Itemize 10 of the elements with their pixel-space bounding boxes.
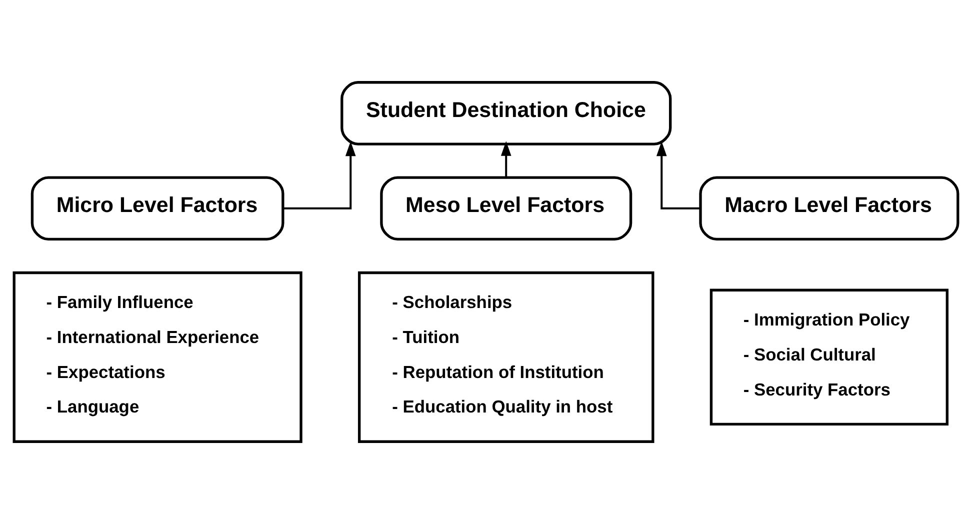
- arrow: [656, 141, 700, 210]
- node-box: Micro Level Factors: [30, 176, 284, 241]
- arrow: [283, 141, 356, 210]
- arrow: [500, 141, 512, 178]
- node-box: Meso Level Factors: [380, 176, 632, 241]
- node-box: Student Destination Choice: [340, 81, 672, 146]
- node-box: - Scholarships - Tuition - Reputation of Institution - Education Quality in host: [358, 271, 654, 443]
- node-box: - Family Influence - International Experience - Expectations - Language: [12, 271, 302, 443]
- node-box: Macro Level Factors: [699, 176, 960, 241]
- node-box: - Immigration Policy - Social Cultural - Security Factors: [710, 288, 948, 426]
